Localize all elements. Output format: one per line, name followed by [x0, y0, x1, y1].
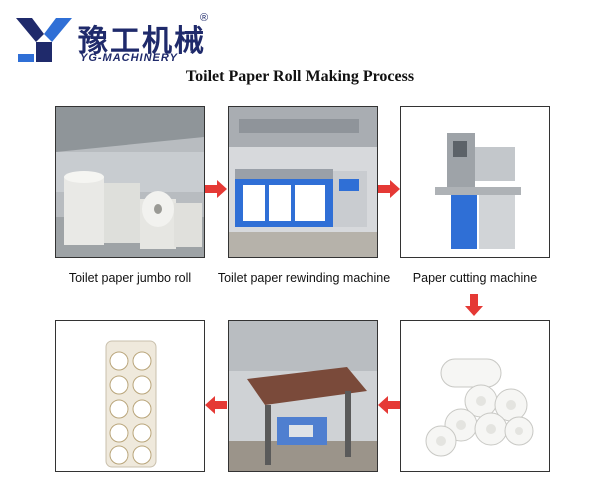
sealing-machine-image — [228, 320, 378, 472]
step-label-cutting-machine: Paper cutting machine — [412, 271, 538, 285]
arrow-left-icon — [378, 396, 400, 414]
yg-logo-icon — [16, 18, 72, 62]
step-label-rewinding-machine: Toilet paper rewinding machine — [217, 271, 391, 285]
cut-rolls-image — [400, 320, 550, 472]
packaged-rolls-image — [55, 320, 205, 472]
rewinding-machine-image — [228, 106, 378, 258]
arrow-right-icon — [378, 180, 400, 198]
brand-name-english: YG-MACHINERY — [80, 52, 178, 64]
page-title: Toilet Paper Roll Making Process — [185, 68, 415, 85]
arrow-right-icon — [205, 180, 227, 198]
arrow-left-icon — [205, 396, 227, 414]
brand-name-chinese: 豫工机械 — [78, 24, 206, 59]
arrow-down-icon — [465, 294, 483, 316]
step-label-jumbo-roll: Toilet paper jumbo roll — [68, 271, 192, 285]
company-logo: 豫工机械 ® YG-MACHINERY — [14, 12, 208, 66]
registered-mark: ® — [200, 12, 209, 24]
cutting-machine-image — [400, 106, 550, 258]
jumbo-roll-image — [55, 106, 205, 258]
